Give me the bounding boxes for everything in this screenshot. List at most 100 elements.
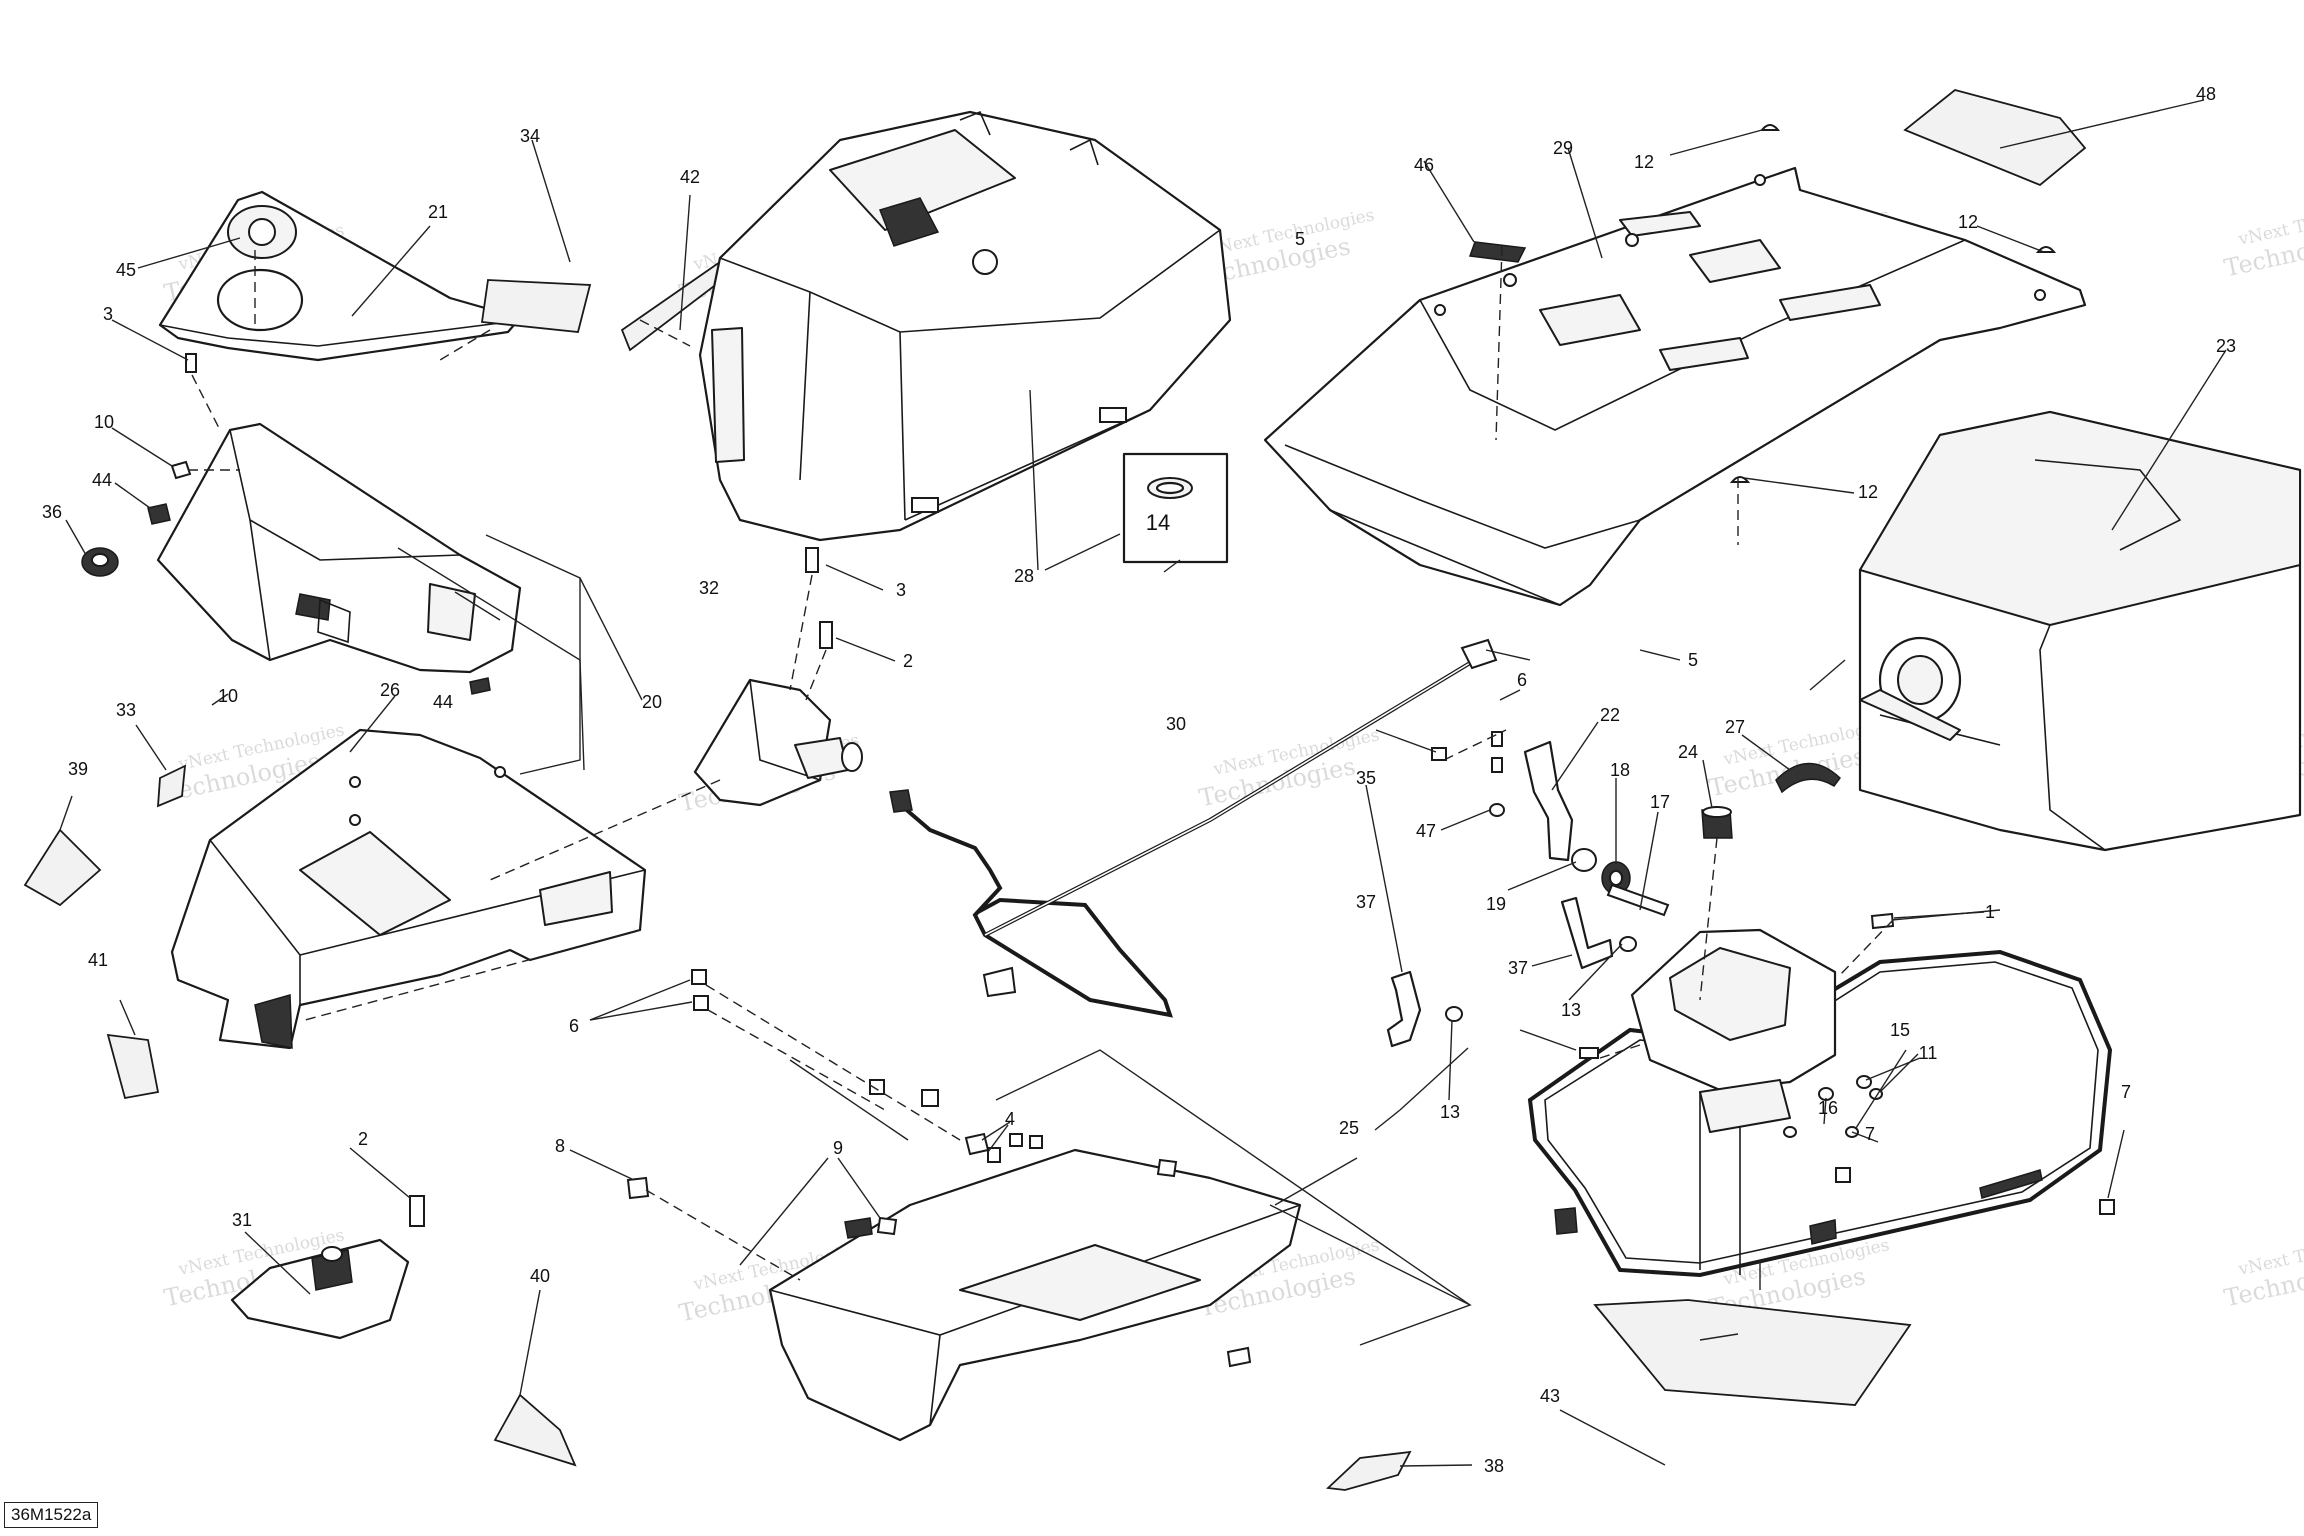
part-10-nut — [170, 460, 192, 480]
callout-5: 5 — [1688, 650, 1698, 670]
part-34-decal — [480, 279, 592, 333]
callout-10: 10 — [94, 412, 114, 432]
callout-32: 32 — [699, 578, 719, 598]
part-13-nut — [1619, 936, 1637, 952]
part-48-decal — [1903, 89, 2087, 187]
callout-16: 16 — [1818, 1098, 1838, 1118]
callout-2: 2 — [358, 1129, 368, 1149]
part-7-screw — [1835, 1167, 1851, 1183]
callout-41: 41 — [88, 950, 108, 970]
callout-38: 38 — [1484, 1456, 1504, 1476]
part-19-nut — [1571, 848, 1597, 872]
callout-12: 12 — [1858, 482, 1878, 502]
callout-2: 2 — [903, 651, 913, 671]
callout-3: 3 — [896, 580, 906, 600]
callout-35: 35 — [1356, 768, 1376, 788]
callout-21: 21 — [428, 202, 448, 222]
callout-1: 1 — [1985, 902, 1995, 922]
callout-6: 6 — [1517, 670, 1527, 690]
part-22-mount-bracket — [1523, 740, 1574, 862]
callout-10: 10 — [218, 686, 238, 706]
part-7-screw — [2099, 1199, 2115, 1215]
part-31-latch-cover — [230, 1238, 410, 1340]
callout-30: 30 — [1166, 714, 1186, 734]
callout-8: 8 — [555, 1136, 565, 1156]
part-9-clips — [876, 1158, 1178, 1236]
part-1-screw — [1870, 912, 1895, 930]
part-6-screw — [1491, 757, 1503, 773]
callout-31: 31 — [232, 1210, 252, 1230]
callout-17: 17 — [1650, 792, 1670, 812]
part-6-screws — [691, 969, 939, 1107]
callout-43: 43 — [1540, 1386, 1560, 1406]
part-37-clip — [1560, 896, 1614, 970]
part-21-top-cover — [158, 190, 522, 362]
part-4-screws — [964, 1132, 1043, 1163]
callout-14: 14 — [1146, 510, 1170, 535]
part-41-decal — [106, 1033, 160, 1100]
part-44-clip — [147, 503, 171, 525]
callout-39: 39 — [68, 759, 88, 779]
callout-13: 13 — [1561, 1000, 1581, 1020]
part-27-cap — [1775, 762, 1842, 794]
part-20-side-bracket — [156, 422, 522, 674]
callout-27: 27 — [1725, 717, 1745, 737]
callout-12: 12 — [1958, 212, 1978, 232]
part-43-decal — [1593, 1299, 1912, 1406]
part-6-screw — [1491, 731, 1503, 747]
part-24-grommet — [1701, 806, 1733, 839]
part-30-wire-harness — [889, 638, 1498, 1018]
part-3-screw — [805, 547, 819, 573]
leader-lines — [59, 99, 2227, 1467]
part-32-latch-bracket — [693, 678, 863, 807]
callout-3: 3 — [103, 304, 113, 324]
callout-37: 37 — [1356, 892, 1376, 912]
callout-11: 11 — [1919, 1043, 1938, 1063]
part-2-screw — [409, 1195, 425, 1227]
callout-24: 24 — [1678, 742, 1698, 762]
part-26-side-frame — [170, 728, 647, 1050]
part-35-screw — [1431, 747, 1447, 761]
watermark: vNext Technologies Technologies — [2222, 1225, 2304, 1312]
callout-9: 9 — [833, 1138, 843, 1158]
callout-44: 44 — [433, 692, 453, 712]
callout-33: 33 — [116, 700, 136, 720]
callout-28: 28 — [1014, 566, 1034, 586]
part-23-cooler — [1858, 410, 2302, 852]
callout-45: 45 — [116, 260, 136, 280]
part-17-bolt — [1606, 883, 1670, 917]
callout-19: 19 — [1486, 894, 1506, 914]
part-40-decal — [493, 1393, 577, 1467]
watermark: vNext Technologies Technologies — [2222, 195, 2304, 282]
callout-42: 42 — [680, 167, 700, 187]
callout-7: 7 — [2121, 1082, 2131, 1102]
callout-26: 26 — [380, 680, 400, 700]
callout-46: 46 — [1414, 155, 1434, 175]
callout-36: 36 — [42, 502, 62, 522]
callout-4: 4 — [1005, 1109, 1015, 1129]
part-33-decal — [156, 764, 187, 808]
part-13-nut — [1445, 1006, 1463, 1022]
callout-15: 15 — [1890, 1020, 1910, 1040]
callout-37: 37 — [1508, 958, 1528, 978]
callout-25: 25 — [1339, 1118, 1359, 1138]
part-15-washer — [1856, 1075, 1872, 1089]
part-46-decal — [1468, 241, 1527, 263]
callout-40: 40 — [530, 1266, 550, 1286]
callout-23: 23 — [2216, 336, 2236, 356]
part-29-floor-pan — [1263, 166, 2087, 607]
callout-7: 7 — [1865, 1124, 1875, 1144]
part-25-lower-tray — [768, 1148, 1302, 1442]
callout-34: 34 — [520, 126, 540, 146]
part-38-decal — [1325, 1450, 1412, 1491]
part-44-clip — [469, 677, 491, 695]
callout-12: 12 — [1634, 152, 1654, 172]
part-36-grommet — [81, 547, 119, 577]
part-8-screw — [626, 1176, 650, 1200]
part-2-screw — [819, 621, 833, 649]
callout-48: 48 — [2196, 84, 2216, 104]
part-39-decal — [23, 828, 102, 907]
callout-29: 29 — [1553, 138, 1573, 158]
inset-box-14: 14 — [1122, 452, 1229, 564]
